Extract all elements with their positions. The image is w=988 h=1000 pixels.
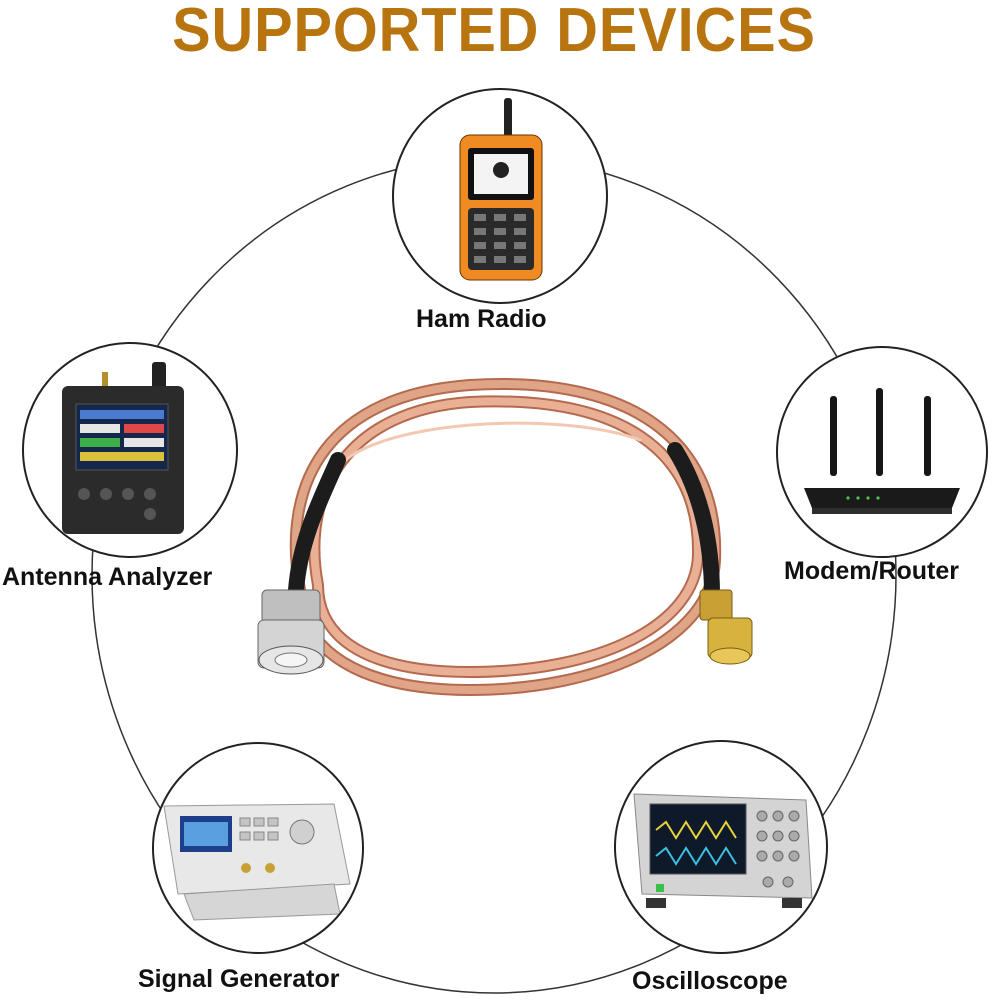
device-label-oscilloscope: Oscilloscope xyxy=(632,967,788,995)
page-title: SUPPORTED DEVICES xyxy=(172,0,816,65)
device-label-signal-generator: Signal Generator xyxy=(138,965,340,993)
oscilloscope-icon xyxy=(614,740,828,954)
device-label-antenna-analyzer: Antenna Analyzer xyxy=(2,563,213,591)
device-label-ham-radio: Ham Radio xyxy=(416,305,547,333)
ham-radio-icon xyxy=(392,88,608,304)
device-label-modem-router: Modem/Router xyxy=(784,557,959,585)
router-icon xyxy=(776,346,988,558)
antenna-analyzer-icon xyxy=(22,342,238,558)
signal-generator-icon xyxy=(152,742,364,954)
